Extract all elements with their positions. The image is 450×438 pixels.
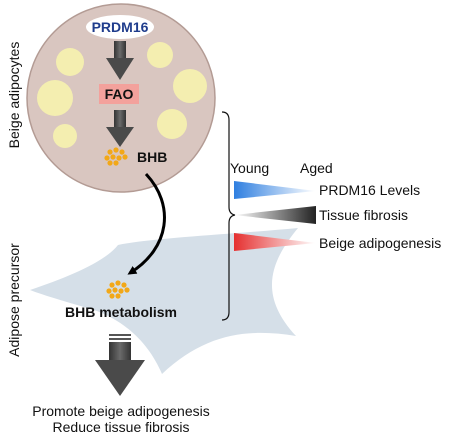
outcome-line-1: Promote beige adipogenesis bbox=[32, 403, 209, 419]
prdm16-trend-wedge bbox=[234, 181, 316, 199]
lipid-droplet bbox=[173, 69, 207, 103]
prdm16-oval bbox=[86, 15, 154, 39]
lipid-droplet bbox=[53, 124, 77, 148]
down-arrow-icon bbox=[106, 110, 134, 147]
lipid-droplet bbox=[147, 42, 173, 68]
beige-adipogenesis-label: Beige adipogenesis bbox=[319, 235, 441, 251]
bhb-label: BHB bbox=[137, 149, 167, 165]
prdm16-label: PRDM16 bbox=[92, 19, 149, 35]
young-label: Young bbox=[230, 160, 269, 176]
adipose-precursor-cell bbox=[30, 228, 298, 374]
bhb-metabolism-label: BHB metabolism bbox=[65, 304, 177, 320]
fao-box bbox=[99, 84, 139, 104]
aged-label: Aged bbox=[300, 160, 333, 176]
fao-label: FAO bbox=[105, 86, 134, 102]
lipid-droplet bbox=[56, 48, 84, 76]
adipose-precursor-side-label: Adipose precursor bbox=[6, 243, 22, 357]
curved-arrow-icon bbox=[127, 172, 166, 275]
bhb-molecule-icon bbox=[104, 147, 128, 166]
bhb-molecule-icon bbox=[106, 280, 130, 299]
outcome-line-2: Reduce tissue fibrosis bbox=[53, 419, 190, 435]
down-arrow-icon bbox=[106, 41, 134, 80]
lipid-droplets bbox=[37, 42, 207, 148]
beige-adipocytes-side-label: Beige adipocytes bbox=[6, 42, 22, 149]
lipid-droplet bbox=[37, 80, 73, 116]
prdm16-levels-label: PRDM16 Levels bbox=[319, 182, 420, 198]
tissue-fibrosis-label: Tissue fibrosis bbox=[319, 207, 408, 223]
beige-adipogenesis-trend-wedge bbox=[234, 233, 316, 251]
lipid-droplet bbox=[157, 109, 187, 139]
fibrosis-trend-wedge bbox=[234, 206, 316, 224]
down-arrow-icon bbox=[95, 334, 145, 396]
